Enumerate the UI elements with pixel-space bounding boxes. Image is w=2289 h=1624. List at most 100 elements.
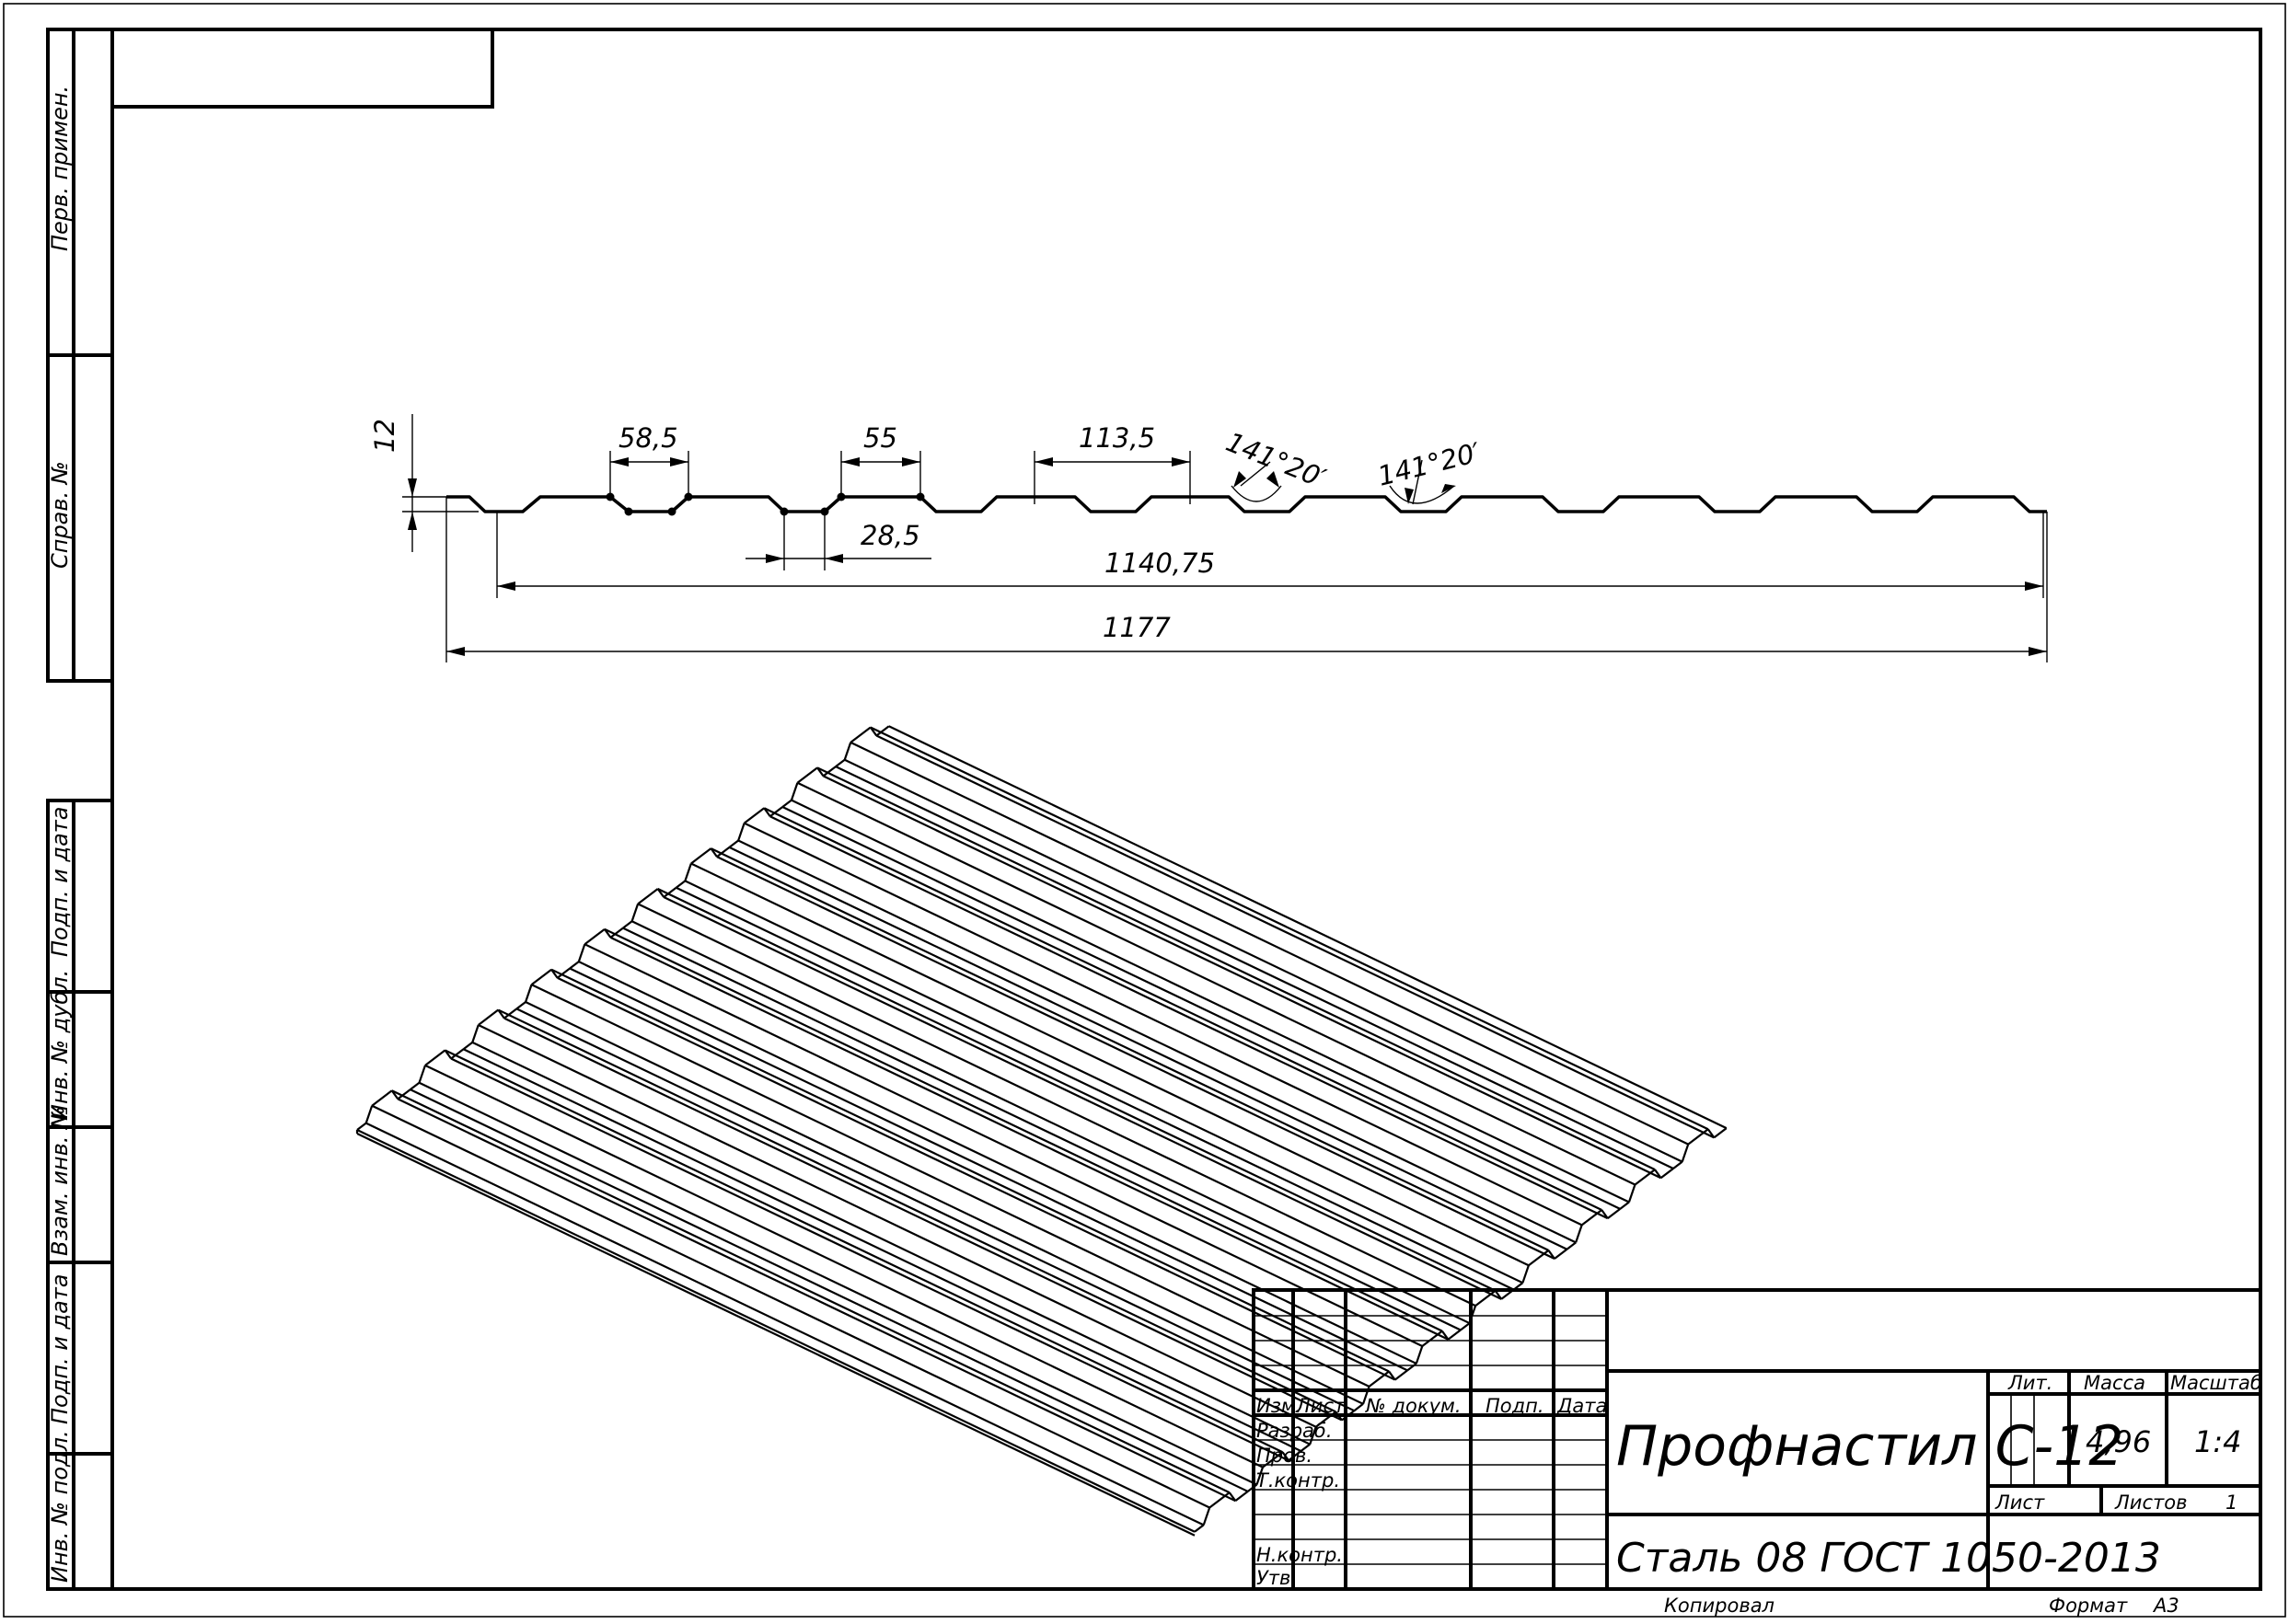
iso-rib-line xyxy=(744,822,1583,1227)
iso-edge-near xyxy=(525,984,533,1003)
iso-edge-near xyxy=(663,886,677,898)
profile-section xyxy=(446,492,2047,516)
dim-55: 55 xyxy=(863,422,897,454)
iso-rib-line xyxy=(769,815,1609,1220)
iso-edge-near xyxy=(743,807,765,824)
iso-edge-near xyxy=(822,766,837,777)
vzam-inv-label: Взам. инв. № xyxy=(47,1106,73,1256)
isometric-sheet-view xyxy=(355,725,1728,1537)
iso-edge-near xyxy=(684,863,692,881)
iso-edge-near xyxy=(609,927,624,939)
iso-edge-far xyxy=(1421,1330,1443,1347)
side-strip-upper xyxy=(46,28,112,683)
iso-edge-far xyxy=(1607,1207,1621,1219)
listov-value: 1 xyxy=(2225,1492,2237,1514)
perv-primen-label: Перв. примен. xyxy=(47,86,73,251)
format-value: А3 xyxy=(2152,1595,2179,1617)
dim-point xyxy=(624,507,633,516)
iso-rib-line xyxy=(550,968,1390,1373)
iso-rib-line xyxy=(835,766,1674,1169)
iso-rib-line xyxy=(844,758,1683,1163)
iso-rib-line xyxy=(391,1089,1231,1494)
iso-edge-near xyxy=(781,799,792,808)
iso-rib-line xyxy=(609,936,1449,1341)
iso-edge-near xyxy=(569,961,580,970)
top-left-code-box xyxy=(112,29,494,109)
iso-edge-far xyxy=(1713,1127,1728,1139)
row-prov: Пров. xyxy=(1256,1445,1312,1467)
iso-rib-line xyxy=(584,943,1423,1348)
iso-edge-near xyxy=(769,806,783,818)
iso-edge-far xyxy=(1474,1289,1497,1307)
iso-edge-near xyxy=(728,839,739,848)
iso-edge-far xyxy=(1393,1369,1408,1381)
massa-value: 4,96 xyxy=(2086,1424,2151,1459)
iso-rib-line xyxy=(424,1064,1264,1469)
iso-rib-line xyxy=(531,984,1370,1388)
iso-rib-line xyxy=(445,1049,1284,1454)
dim-1177: 1177 xyxy=(1103,612,1171,643)
iso-rib-line xyxy=(796,781,1636,1186)
iso-edge-far xyxy=(1580,1209,1602,1227)
iso-edge-far xyxy=(1460,1322,1471,1331)
iso-edge-far xyxy=(1634,1169,1656,1186)
iso-edge-far xyxy=(1575,1225,1583,1243)
iso-edge-far xyxy=(1528,1250,1550,1267)
iso-rib-line xyxy=(497,1008,1336,1413)
iso-rib-line xyxy=(365,1122,1205,1526)
iso-edge-near xyxy=(478,1008,500,1026)
iso-edge-near xyxy=(584,927,606,946)
dim-point xyxy=(667,507,676,516)
iso-rib-line xyxy=(728,846,1567,1250)
iso-edge-near xyxy=(397,1088,411,1100)
iso-edge-far xyxy=(1681,1144,1690,1162)
iso-edge-near xyxy=(843,742,852,761)
row-utv: Утв. xyxy=(1256,1567,1297,1589)
podp-data-top-label: Подп. и дата xyxy=(47,807,73,958)
iso-edge-near xyxy=(835,758,846,768)
dim-58-5: 58,5 xyxy=(618,422,678,454)
iso-edge-near xyxy=(790,782,799,801)
iso-edge-far xyxy=(1672,1160,1683,1169)
iso-edge-near xyxy=(630,903,640,922)
col-data: Дата xyxy=(1556,1395,1607,1417)
iso-rib-line xyxy=(850,741,1689,1146)
drawing-frame xyxy=(110,28,2262,1591)
podp-data-bottom-label: Подп. и дата xyxy=(47,1274,73,1425)
masshtab-label: Масштаб xyxy=(2170,1372,2262,1394)
iso-edge-near xyxy=(737,823,746,841)
iso-rib-line xyxy=(604,927,1443,1332)
kopiroval-label: Копировал xyxy=(1664,1595,1775,1617)
inv-dubl-label: Инв. № дубл. xyxy=(47,970,73,1121)
iso-edge-near xyxy=(875,725,890,737)
iso-rib-line xyxy=(716,856,1555,1260)
row-tkontr: Т.контр. xyxy=(1256,1469,1340,1492)
iso-rib-line xyxy=(888,725,1728,1130)
iso-edge-near xyxy=(450,1048,465,1060)
iso-rib-line xyxy=(463,1048,1302,1453)
iso-edge-near xyxy=(622,920,633,929)
dim-angle-2: 141°20′ xyxy=(1374,436,1484,492)
dim-113-5: 113,5 xyxy=(1079,422,1155,454)
drawing-title: Профнастил С-12 xyxy=(1616,1414,2123,1479)
iso-rib-line xyxy=(450,1057,1289,1462)
dimension-arrows xyxy=(408,457,2047,656)
masshtab-value: 1:4 xyxy=(2194,1424,2242,1459)
iso-rib-line xyxy=(711,847,1549,1251)
iso-rib-line xyxy=(663,896,1502,1300)
iso-rib-line xyxy=(763,807,1602,1212)
iso-rib-line xyxy=(578,961,1417,1365)
iso-rib-line xyxy=(823,775,1661,1180)
dim-12: 12 xyxy=(369,419,400,453)
massa-label: Масса xyxy=(2084,1372,2145,1394)
side-strip-lower xyxy=(46,799,112,1591)
iso-edge-far xyxy=(1234,1491,1249,1503)
iso-rib-line xyxy=(622,927,1462,1331)
iso-edge-near xyxy=(796,766,818,784)
iso-rib-line xyxy=(503,1017,1343,1422)
iso-rib-line xyxy=(870,726,1709,1131)
iso-rib-line xyxy=(525,1001,1364,1405)
iso-edge-far xyxy=(1566,1241,1577,1250)
listov-label: Листов xyxy=(2114,1492,2187,1514)
